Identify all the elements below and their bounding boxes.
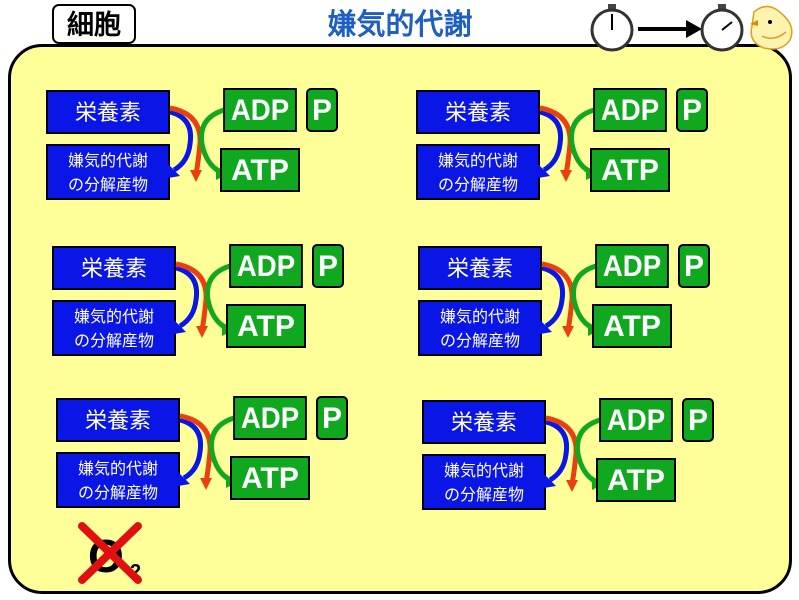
adp-box: ADP: [223, 88, 297, 132]
reaction-arrows: [540, 261, 600, 338]
nutrient-box: 栄養素: [56, 398, 180, 442]
stopwatch-later-icon: [700, 4, 744, 52]
arrow-right-icon: [638, 20, 702, 38]
atp-box: ATP: [220, 148, 300, 192]
atp-box: ATP: [590, 148, 670, 192]
product-label-line2: の分解産物: [437, 175, 518, 194]
reaction-arrows: [544, 415, 604, 492]
product-label-line2: の分解産物: [443, 485, 524, 504]
stopwatch-icon: [590, 4, 634, 52]
adp-box: ADP: [233, 396, 307, 440]
phosphate-box: P: [676, 88, 708, 132]
breakdown-product-box: 嫌気的代謝 の分解産物: [418, 300, 542, 356]
breakdown-product-box: 嫌気的代謝 の分解産物: [416, 144, 540, 200]
product-label-line1: 嫌気的代謝: [437, 151, 518, 170]
breakdown-product-box: 嫌気的代謝 の分解産物: [56, 452, 180, 508]
product-label-line2: の分解産物: [67, 175, 148, 194]
metabolism-unit: 栄養素 嫌気的代謝 の分解産物 ADP P ATP: [422, 398, 722, 510]
metabolism-unit: 栄養素 嫌気的代謝 の分解産物 ADP P ATP: [46, 88, 346, 200]
reaction-arrows: [538, 105, 598, 182]
adp-box: ADP: [229, 244, 303, 288]
product-label-line2: の分解産物: [73, 331, 154, 350]
adp-box: ADP: [593, 88, 667, 132]
nutrient-box: 栄養素: [46, 90, 170, 134]
breakdown-product-box: 嫌気的代謝 の分解産物: [52, 300, 176, 356]
phosphate-box: P: [312, 244, 344, 288]
adp-box: ADP: [595, 244, 669, 288]
no-oxygen-symbol: O 2: [78, 522, 142, 584]
product-label-line1: 嫌気的代謝: [439, 307, 520, 326]
reaction-arrows: [174, 261, 234, 338]
chick-mascot-icon: [750, 5, 793, 50]
nutrient-box: 栄養素: [418, 246, 542, 290]
phosphate-box: P: [306, 88, 338, 132]
breakdown-product-box: 嫌気的代謝 の分解産物: [46, 144, 170, 200]
atp-box: ATP: [592, 304, 672, 348]
metabolism-unit: 栄養素 嫌気的代謝 の分解産物 ADP P ATP: [52, 244, 352, 356]
atp-box: ATP: [596, 458, 676, 502]
nutrient-box: 栄養素: [52, 246, 176, 290]
oxygen-subscript: 2: [130, 561, 141, 583]
product-label-line1: 嫌気的代謝: [67, 151, 148, 170]
product-label-line1: 嫌気的代謝: [77, 459, 158, 478]
atp-box: ATP: [230, 456, 310, 500]
metabolism-unit: 栄養素 嫌気的代謝 の分解産物 ADP P ATP: [416, 88, 716, 200]
phosphate-box: P: [316, 396, 348, 440]
stopwatch-time-indicator: [590, 4, 793, 52]
page-title: 嫌気的代謝: [327, 7, 473, 41]
reaction-arrows: [168, 105, 228, 182]
reaction-arrows: [178, 413, 238, 490]
atp-box: ATP: [226, 304, 306, 348]
breakdown-product-box: 嫌気的代謝 の分解産物: [422, 454, 546, 510]
product-label-line1: 嫌気的代謝: [443, 461, 524, 480]
nutrient-box: 栄養素: [416, 90, 540, 134]
cell-label: 細胞: [52, 4, 136, 44]
adp-box: ADP: [599, 398, 673, 442]
phosphate-box: P: [678, 244, 710, 288]
product-label-line2: の分解産物: [77, 483, 158, 502]
product-label-line1: 嫌気的代謝: [73, 307, 154, 326]
metabolism-unit: 栄養素 嫌気的代謝 の分解産物 ADP P ATP: [56, 396, 356, 508]
nutrient-box: 栄養素: [422, 400, 546, 444]
metabolism-unit: 栄養素 嫌気的代謝 の分解産物 ADP P ATP: [418, 244, 718, 356]
phosphate-box: P: [682, 398, 714, 442]
cross-icon: [78, 522, 142, 584]
product-label-line2: の分解産物: [439, 331, 520, 350]
